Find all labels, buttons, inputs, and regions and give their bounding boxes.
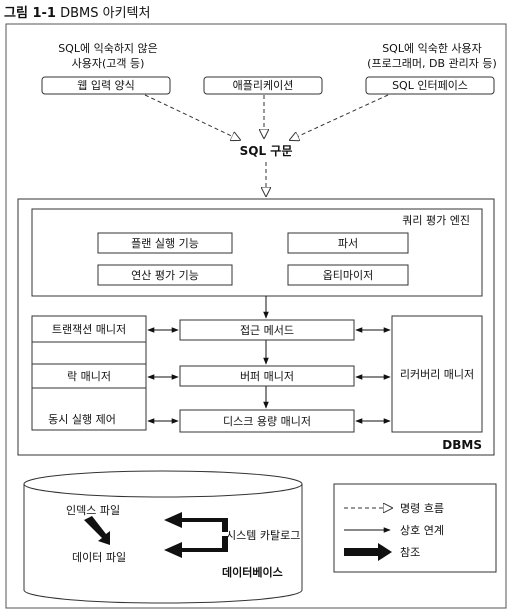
optimizer-label: 옵티마이저 [323, 269, 374, 282]
outer-frame [5, 23, 507, 609]
operator-evaluator-box [97, 264, 233, 286]
legend-thick-arrow-icon [344, 543, 392, 561]
figure-title: 그림 1-1 DBMS 아키텍처 [4, 2, 150, 21]
web-user-label-line2: 사용자(고객 등) [72, 57, 145, 70]
figure-caption: DBMS 아키텍처 [60, 6, 151, 21]
concurrency-control-label: 동시 실행 제어 [48, 413, 116, 426]
web-user-group-label: SQL에 익숙하지 않은 사용자(고객 등) [58, 41, 158, 70]
database-label: 데이터베이스 [222, 565, 283, 579]
legend-interaction-label: 상호 연계 [400, 524, 444, 537]
sql-user-label-line1: SQL에 익숙한 사용자 [382, 42, 482, 55]
access-methods-label: 접근 메서드 [240, 324, 294, 337]
command-flow-arrow-sql [290, 94, 389, 140]
application-box [203, 76, 323, 95]
command-flow-arrow-web [144, 94, 240, 140]
web-form-label: 웹 입력 양식 [77, 79, 135, 92]
transaction-manager-label: 트랜잭션 매니저 [52, 323, 126, 336]
operator-evaluator-label: 연산 평가 기능 [131, 269, 199, 282]
disk-space-manager-label: 디스크 용량 매니저 [223, 415, 311, 428]
reference-arrow-catalog-to-index [164, 512, 228, 532]
disk-space-manager-box [179, 409, 355, 433]
buffer-manager-label: 버퍼 매니저 [240, 370, 294, 383]
sql-interface-box [365, 76, 495, 95]
lock-manager-label: 락 매니저 [67, 370, 111, 383]
buffer-manager-box [179, 365, 355, 387]
index-files-label: 인덱스 파일 [66, 503, 120, 517]
query-engine-title: 쿼리 평가 엔진 [402, 214, 470, 227]
parser-box [287, 232, 409, 254]
query-engine-box [31, 208, 483, 297]
sql-user-label-line2: (프로그래머, DB 관리자 등) [367, 57, 497, 70]
parser-label: 파서 [338, 237, 358, 250]
legend-reference-label: 참조 [400, 546, 420, 559]
web-form-box [41, 76, 171, 95]
optimizer-box [287, 264, 409, 286]
access-methods-box [179, 319, 355, 341]
sql-statement-label: SQL 구문 [240, 144, 293, 158]
legend-command-flow-label: 명령 흐름 [400, 502, 444, 515]
web-user-label-line1: SQL에 익숙하지 않은 [58, 41, 158, 55]
reference-arrow-catalog-to-data [164, 536, 228, 558]
sql-interface-label: SQL 인터페이스 [392, 79, 468, 92]
legend-box [333, 483, 497, 573]
plan-executor-box [97, 232, 233, 254]
application-label: 애플리케이션 [233, 79, 294, 92]
recovery-manager-label: 리커버리 매니저 [400, 368, 474, 381]
system-catalog-label: 시스템 카탈로그 [226, 529, 300, 542]
sql-user-group-label: SQL에 익숙한 사용자 (프로그래머, DB 관리자 등) [367, 42, 497, 70]
database-cylinder [23, 470, 303, 604]
plan-executor-label: 플랜 실행 기능 [131, 237, 199, 250]
lock-manager-box [31, 363, 147, 389]
recovery-manager-box [391, 315, 483, 433]
reference-arrow-index-to-data [84, 516, 110, 545]
figure-number: 그림 1-1 [4, 6, 56, 21]
transaction-manager-box [31, 315, 147, 343]
dbms-label: DBMS [442, 438, 482, 452]
data-files-label: 데이터 파일 [72, 550, 126, 564]
dbms-box [17, 198, 495, 456]
